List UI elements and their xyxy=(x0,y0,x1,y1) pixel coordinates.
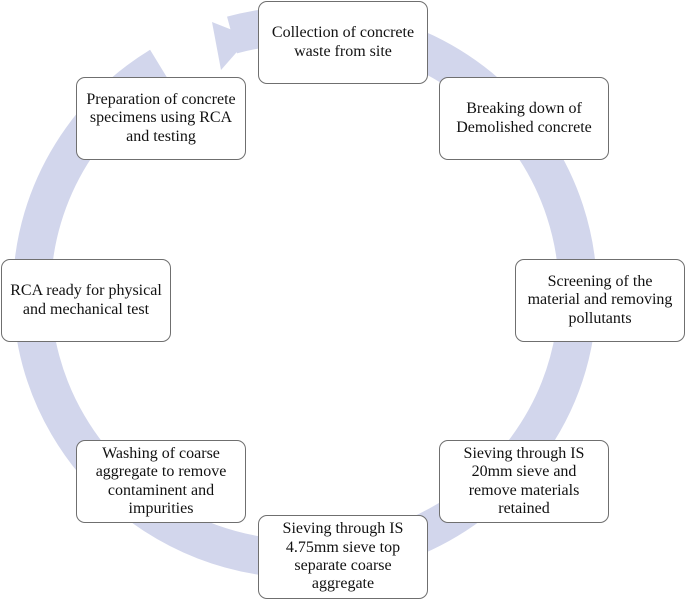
step-rca-ready-label: RCA ready for physical and mechanical te… xyxy=(10,282,162,318)
step-sieving-20mm-label: Sieving through IS 20mm sieve and remove… xyxy=(463,444,585,517)
cycle-arrow-head xyxy=(212,22,250,70)
step-washing-label: Washing of coarse aggregate to remove co… xyxy=(95,444,227,517)
step-sieving-4-75mm: Sieving through IS 4.75mm sieve top sepa… xyxy=(258,515,428,599)
step-washing: Washing of coarse aggregate to remove co… xyxy=(76,440,246,523)
step-breaking-down: Breaking down of Demolished concrete xyxy=(439,77,609,160)
step-sieving-4-75mm-label: Sieving through IS 4.75mm sieve top sepa… xyxy=(282,520,404,593)
step-preparation-label: Preparation of concrete specimens using … xyxy=(86,90,236,145)
step-rca-ready: RCA ready for physical and mechanical te… xyxy=(1,259,171,342)
step-sieving-20mm: Sieving through IS 20mm sieve and remove… xyxy=(439,440,609,523)
step-breaking-down-label: Breaking down of Demolished concrete xyxy=(456,100,592,136)
step-collection-label: Collection of concrete waste from site xyxy=(271,24,415,60)
step-screening: Screening of the material and removing p… xyxy=(515,259,685,342)
step-screening-label: Screening of the material and removing p… xyxy=(527,272,673,327)
step-collection: Collection of concrete waste from site xyxy=(258,1,428,84)
step-preparation: Preparation of concrete specimens using … xyxy=(76,77,246,160)
